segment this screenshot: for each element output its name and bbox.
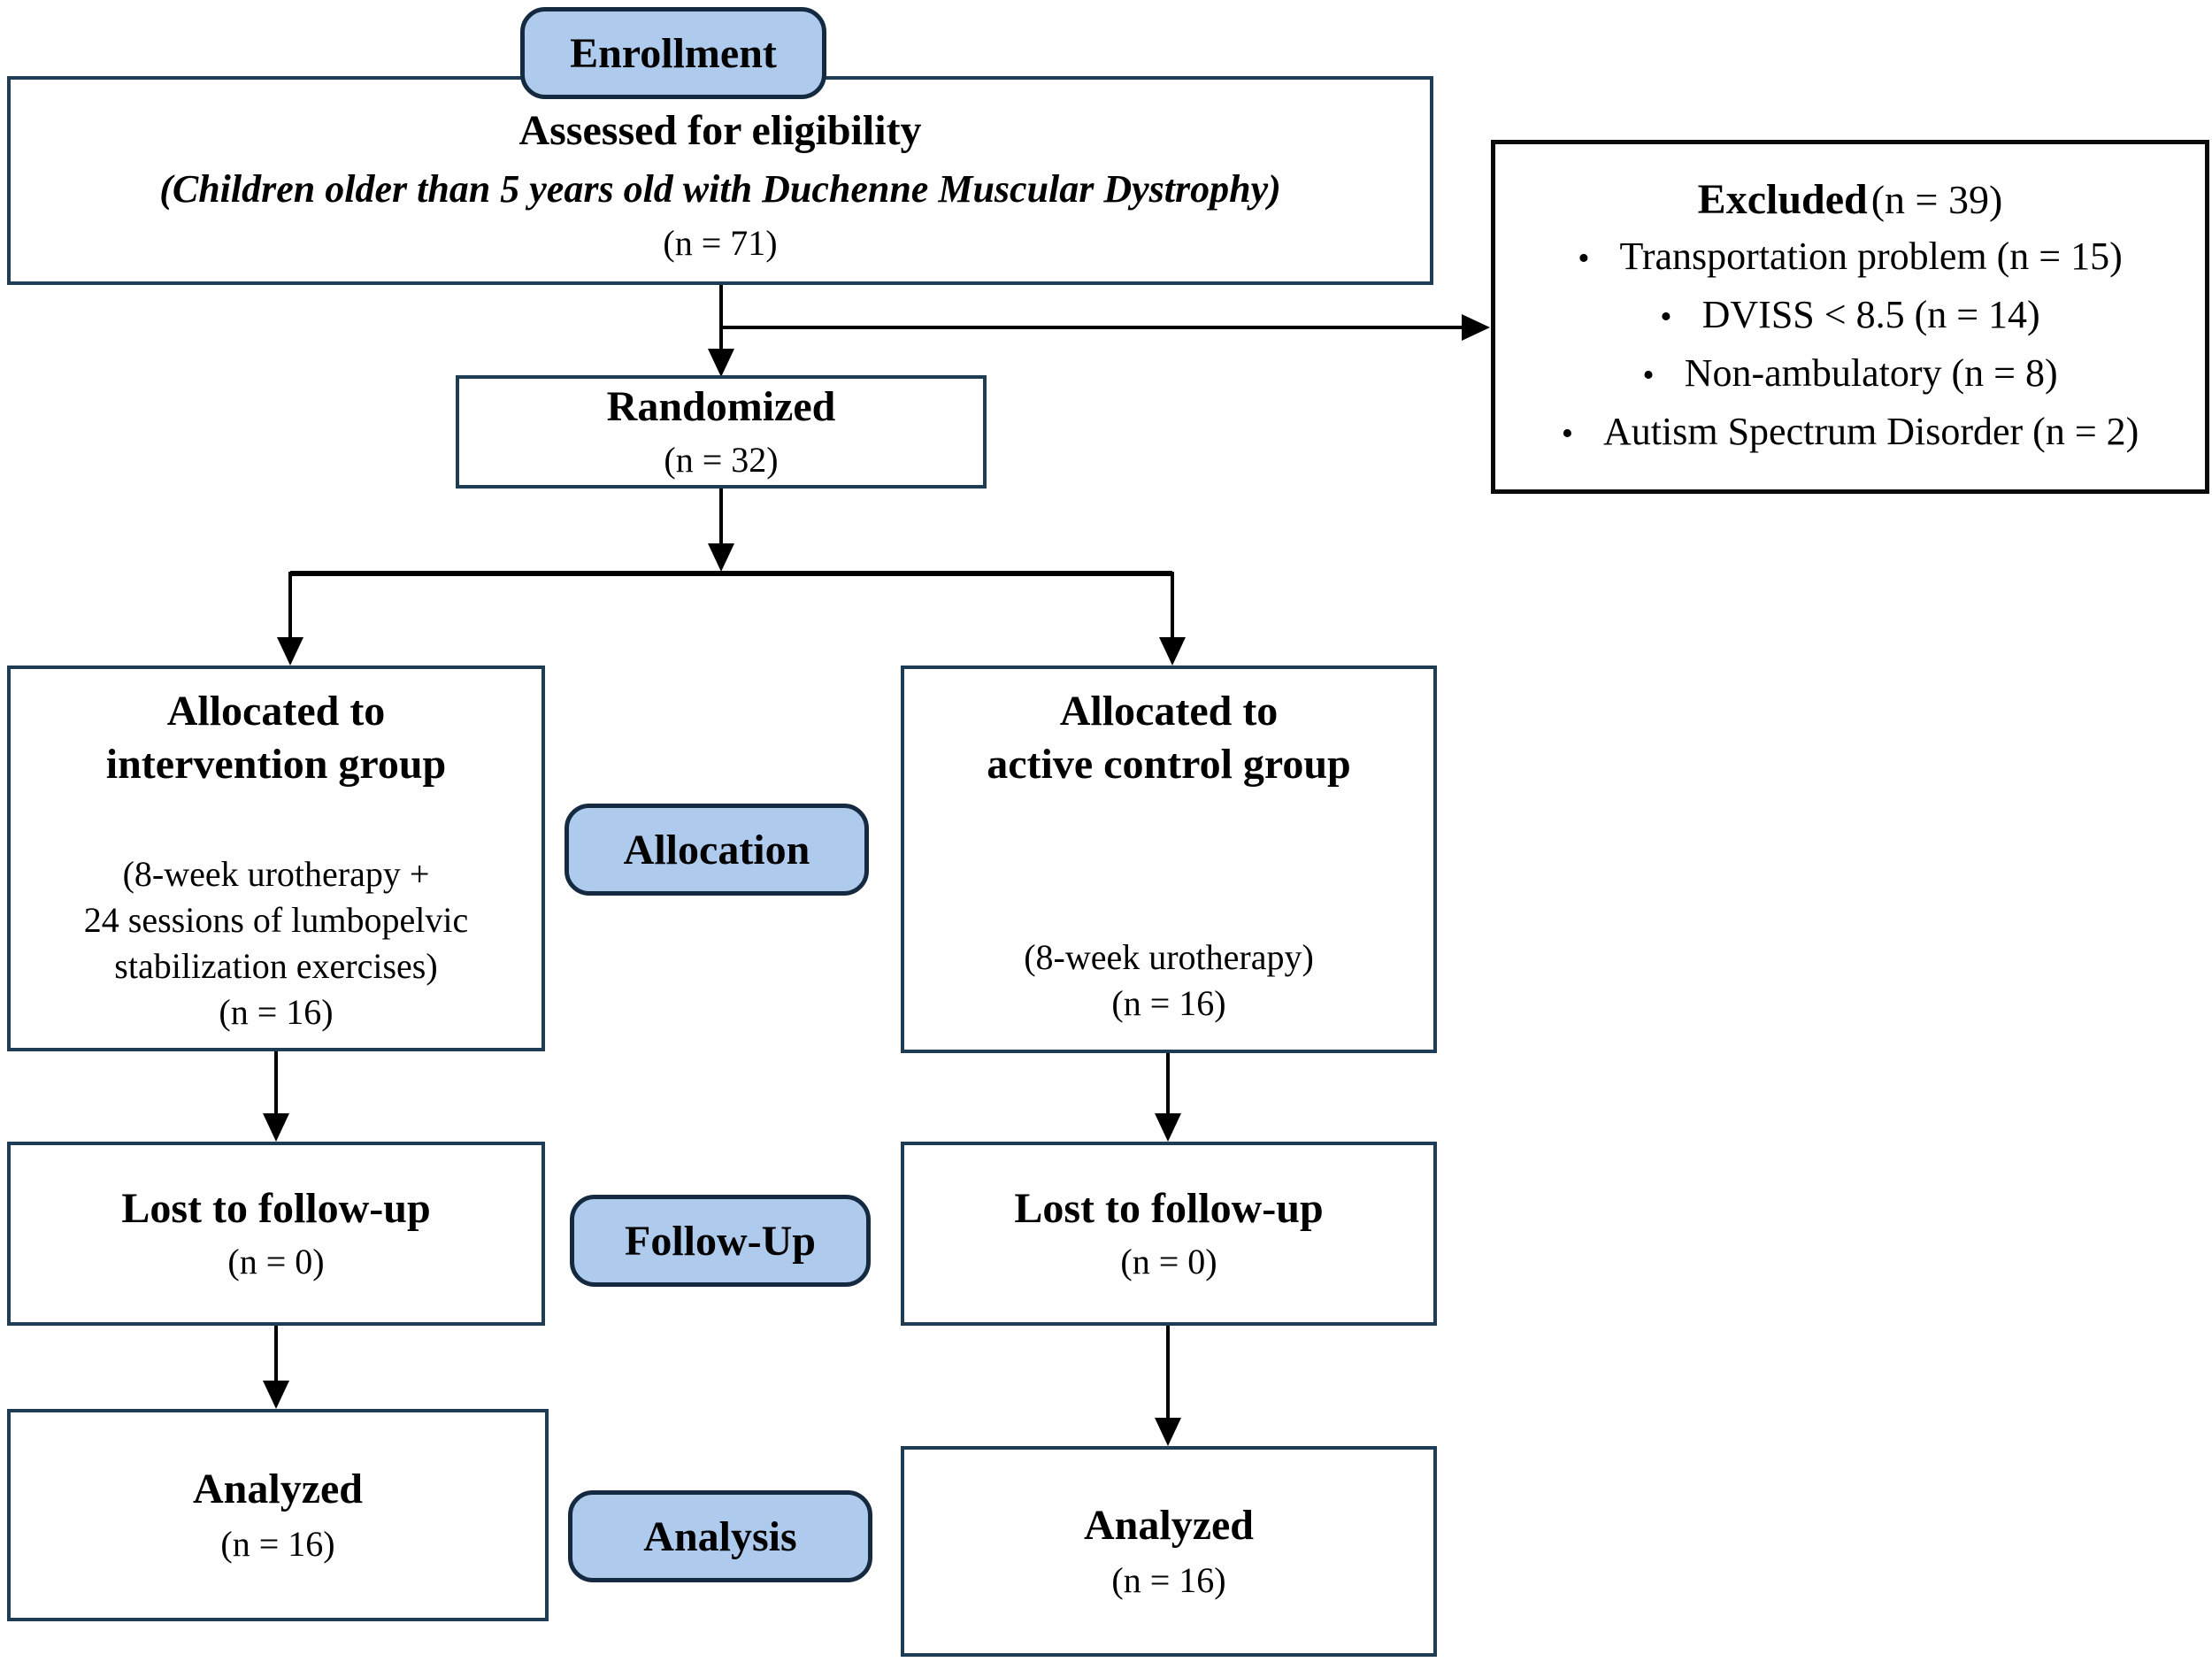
arrow-lost-to-analyzed-control: [1155, 1326, 1181, 1446]
excluded-reason-item: • Transportation problem (n = 15): [1578, 228, 2123, 285]
assessed-n: (n = 71): [663, 222, 778, 263]
lost-control-title: Lost to follow-up: [1014, 1185, 1324, 1232]
analysis-stage-label: Analysis: [643, 1512, 797, 1560]
excluded-reason-item: • Non-ambulatory (n = 8): [1642, 345, 2057, 402]
intervention-title-line2: intervention group: [105, 741, 447, 788]
analysis-stage-badge: Analysis: [568, 1490, 872, 1582]
intervention-n: (n = 16): [219, 992, 334, 1032]
assessed-for-eligibility-box: Assessed for eligibility (Children older…: [7, 76, 1433, 285]
bullet-icon: •: [1660, 298, 1672, 336]
control-title-line1: Allocated to: [1059, 688, 1279, 735]
lost-intervention-title: Lost to follow-up: [121, 1185, 431, 1232]
arrow-intervention-to-lost: [263, 1051, 289, 1142]
arrow-lost-to-analyzed-intervention: [263, 1326, 289, 1409]
randomized-title: Randomized: [606, 383, 836, 430]
analyzed-intervention-n: (n = 16): [220, 1524, 335, 1564]
lost-followup-control-box: Lost to follow-up (n = 0): [901, 1142, 1437, 1326]
allocated-control-box: Allocated to active control group (8-wee…: [901, 666, 1437, 1053]
excluded-reason-text: DVISS < 8.5 (n = 14): [1701, 293, 2040, 337]
control-description: (8-week urotherapy) (n = 16): [1024, 935, 1314, 1027]
control-body-line: (8-week urotherapy): [1024, 937, 1314, 977]
intervention-body-line: stabilization exercises): [114, 946, 438, 986]
analyzed-intervention-box: Analyzed (n = 16): [7, 1409, 549, 1621]
allocation-stage-badge: Allocation: [565, 804, 869, 896]
lost-control-n: (n = 0): [1120, 1242, 1217, 1281]
assessed-title: Assessed for eligibility: [518, 106, 922, 154]
allocation-stage-label: Allocation: [623, 826, 810, 873]
excluded-reason-item: • DVISS < 8.5 (n = 14): [1660, 287, 2039, 343]
analyzed-control-box: Analyzed (n = 16): [901, 1446, 1437, 1657]
split-line: [277, 571, 1186, 666]
excluded-reason-text: Transportation problem (n = 15): [1619, 235, 2123, 279]
intervention-title: Allocated to intervention group: [106, 685, 446, 791]
arrow-assessed-to-randomized: [708, 285, 734, 377]
analyzed-control-title: Analyzed: [1084, 1502, 1254, 1549]
arrow-control-to-lost: [1155, 1053, 1181, 1142]
excluded-n: (n = 39): [1870, 177, 2003, 223]
followup-stage-badge: Follow-Up: [570, 1195, 871, 1287]
analyzed-control-n: (n = 16): [1111, 1560, 1226, 1600]
excluded-title-line: Excluded (n = 39): [1698, 173, 2003, 227]
bullet-icon: •: [1561, 414, 1574, 452]
excluded-box: Excluded (n = 39) • Transportation probl…: [1491, 140, 2209, 494]
arrow-randomized-to-split: [708, 489, 734, 572]
control-title-line2: active control group: [987, 741, 1351, 788]
control-title: Allocated to active control group: [987, 685, 1351, 791]
allocated-intervention-box: Allocated to intervention group (8-week …: [7, 666, 545, 1051]
intervention-body-line: (8-week urotherapy +: [122, 854, 430, 894]
intervention-description: (8-week urotherapy + 24 sessions of lumb…: [84, 851, 468, 1035]
arrow-assessed-to-excluded: [721, 314, 1490, 341]
lost-followup-intervention-box: Lost to follow-up (n = 0): [7, 1142, 545, 1326]
followup-stage-label: Follow-Up: [625, 1217, 816, 1265]
enrollment-stage-badge: Enrollment: [520, 7, 826, 99]
bullet-icon: •: [1578, 240, 1590, 278]
randomized-box: Randomized (n = 32): [456, 375, 987, 489]
excluded-reason-text: Non-ambulatory (n = 8): [1684, 351, 2058, 395]
intervention-title-line1: Allocated to: [166, 688, 386, 735]
analyzed-intervention-title: Analyzed: [193, 1466, 363, 1512]
intervention-body-line: 24 sessions of lumbopelvic: [83, 900, 469, 940]
excluded-reason-text: Autism Spectrum Disorder (n = 2): [1603, 409, 2139, 453]
control-n: (n = 16): [1111, 983, 1226, 1023]
assessed-subtitle: (Children older than 5 years old with Du…: [159, 166, 1281, 211]
bullet-icon: •: [1642, 357, 1655, 394]
enrollment-stage-label: Enrollment: [570, 29, 777, 77]
randomized-n: (n = 32): [664, 440, 779, 480]
excluded-title: Excluded: [1697, 176, 1868, 224]
lost-intervention-n: (n = 0): [227, 1242, 325, 1281]
excluded-reason-item: • Autism Spectrum Disorder (n = 2): [1562, 404, 2139, 460]
